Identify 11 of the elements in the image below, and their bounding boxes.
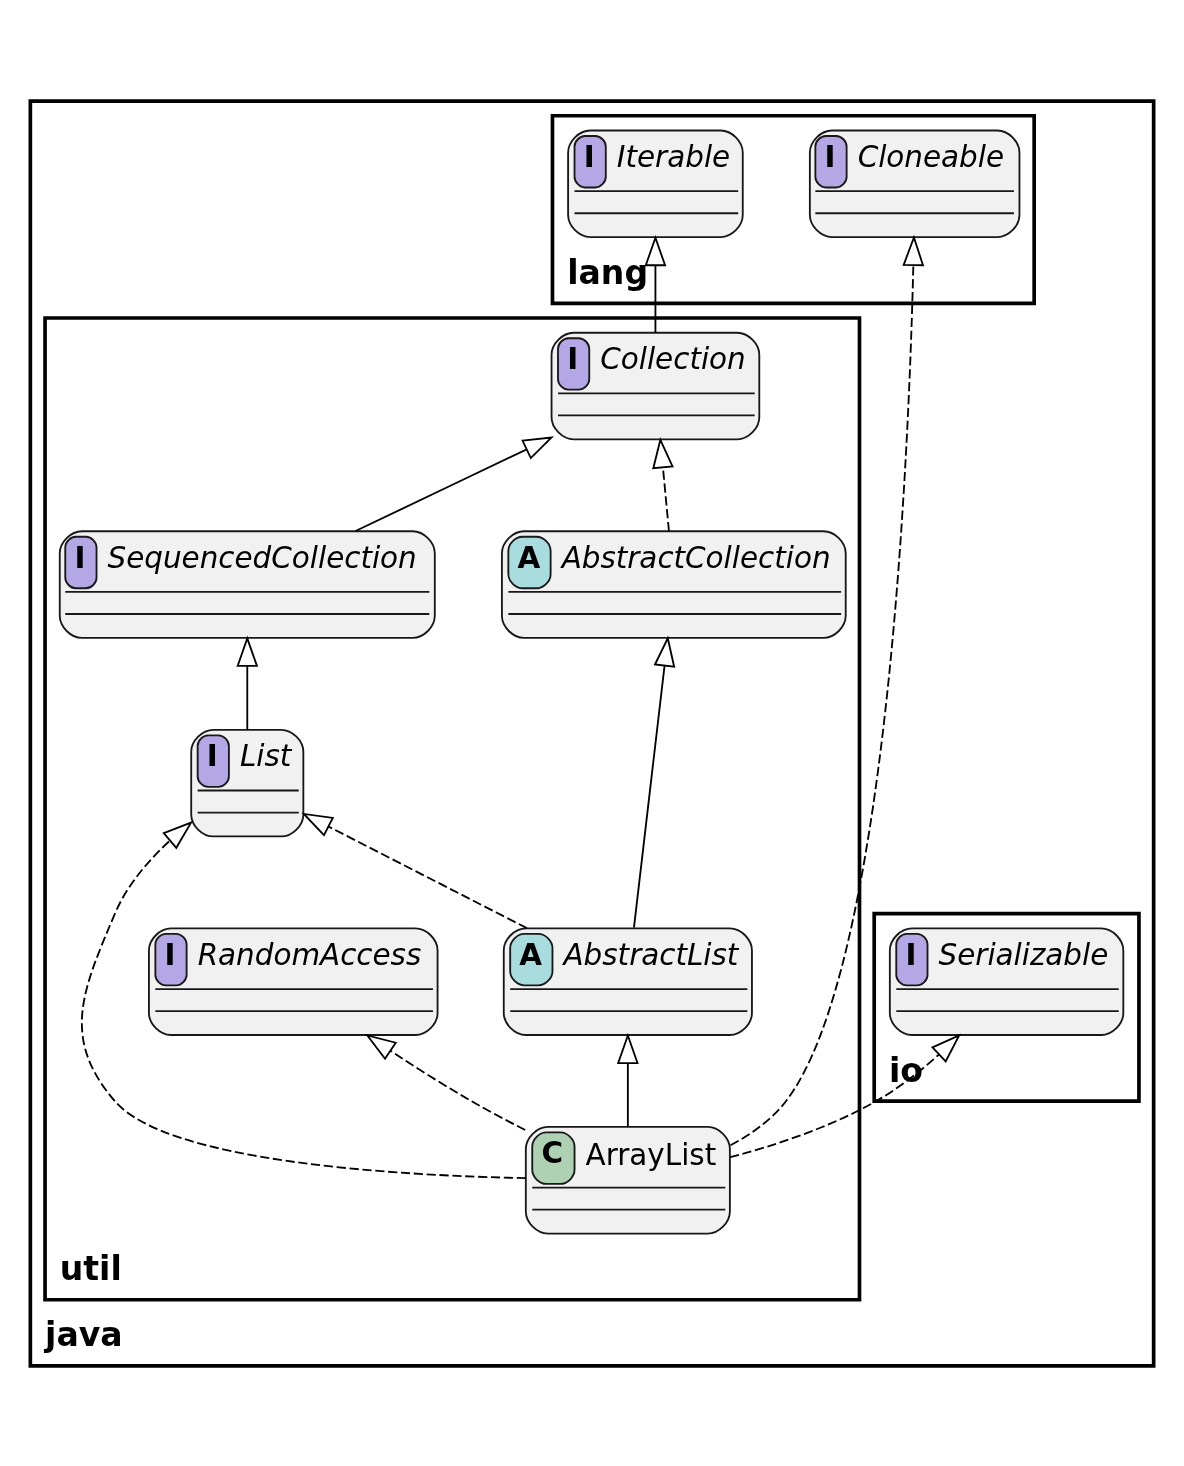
arrow	[633, 635, 676, 929]
arrow	[81, 820, 527, 1179]
arrow	[365, 1033, 527, 1131]
arrow	[652, 436, 674, 532]
arrow	[354, 435, 555, 532]
arrow	[729, 234, 925, 1146]
arrow	[236, 635, 259, 730]
arrow	[644, 234, 667, 333]
arrow	[729, 1033, 962, 1158]
arrow	[616, 1032, 639, 1128]
arrow	[301, 812, 528, 929]
